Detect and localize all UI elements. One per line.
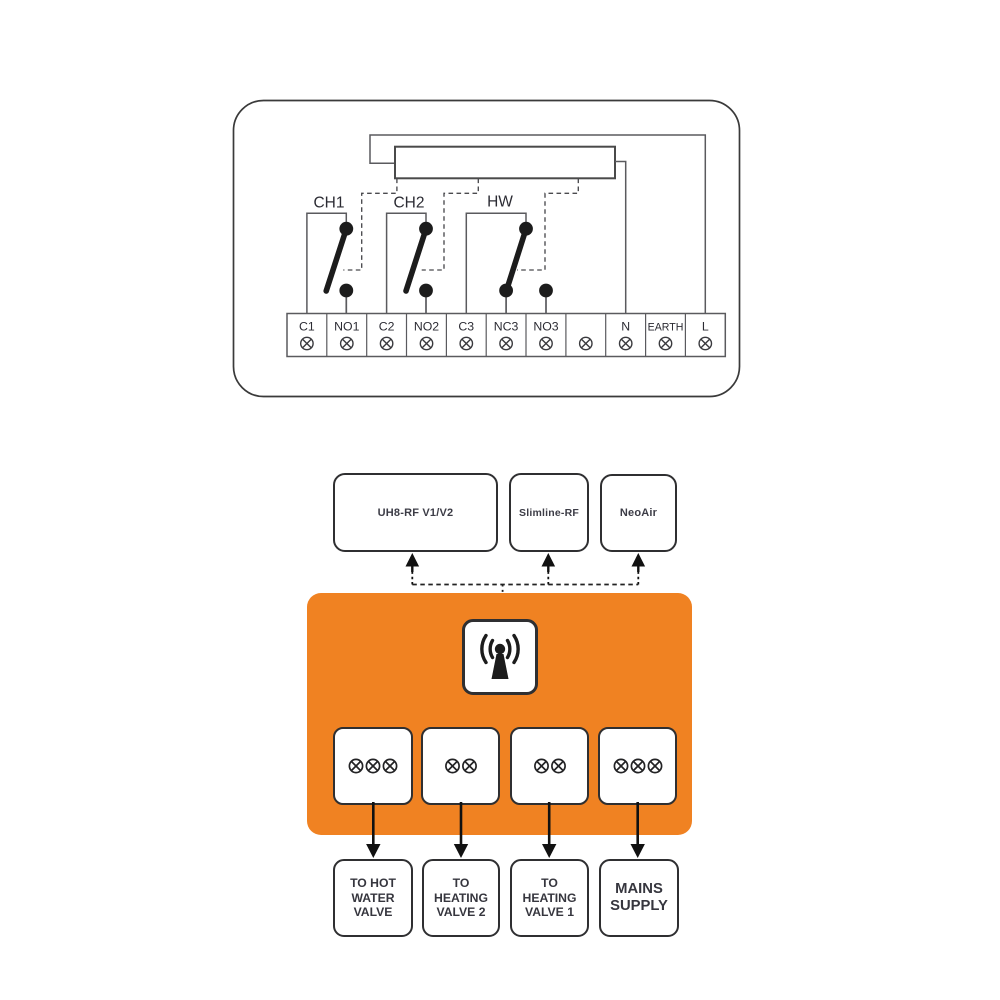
- rf-link-arrow: [405, 553, 420, 585]
- switch-ch2: CH2: [385, 195, 433, 314]
- contact-dot: [339, 221, 354, 236]
- terminal-label: EARTH: [648, 322, 684, 334]
- switch-lever: [323, 226, 350, 294]
- terminal-label: NO3: [533, 320, 558, 334]
- terminal-screw-icon: [578, 336, 593, 351]
- screw-terminals-2: [444, 758, 477, 774]
- terminal-label: C2: [379, 320, 395, 334]
- control-panel-wiring-diagram: CH1 CH2 HW: [232, 99, 741, 398]
- terminal-screw-icon: [379, 336, 394, 351]
- terminal-strip: C1 NO1 C2 NO2 C3 NC3 NO3 N EARTH L: [286, 312, 727, 358]
- switch-lever: [503, 226, 529, 293]
- output-label-heating-valve-1: TO HEATING VALVE 1: [510, 859, 589, 937]
- contact-dot: [519, 221, 533, 236]
- terminal-screw-icon: [339, 336, 354, 351]
- terminal-labels: C1 NO1 C2 NO2 C3 NC3 NO3 N EARTH L: [299, 320, 709, 334]
- terminal-group-mains: [598, 727, 677, 805]
- terminal-label: C1: [299, 320, 315, 334]
- terminal-screw-icon: [299, 336, 314, 351]
- terminal-separators: [326, 313, 687, 357]
- screw-terminals-2: [533, 758, 566, 774]
- switch-ch1: CH1: [306, 195, 354, 314]
- terminal-group-hot-water: [333, 727, 413, 805]
- output-label-hot-water-valve: TO HOT WATER VALVE: [333, 859, 413, 937]
- terminal-group-heating-1: [510, 727, 589, 805]
- terminal-group-heating-2: [421, 727, 500, 805]
- relay-actuation-link-ch2: [421, 178, 479, 271]
- rf-source-box-slimline-rf: Slimline-RF: [509, 473, 589, 552]
- ch1-common-wire: [306, 212, 348, 314]
- terminal-screws: [299, 336, 713, 351]
- hw-common-wire: [465, 212, 527, 314]
- terminal-screw-icon: [698, 336, 713, 351]
- rf-source-label: Slimline-RF: [519, 506, 579, 519]
- contact-dot: [539, 283, 553, 298]
- terminal-label: L: [702, 320, 709, 334]
- rf-source-label: NeoAir: [619, 507, 658, 519]
- rf-link-arrow: [631, 553, 646, 585]
- switch-label-hw: HW: [487, 194, 513, 211]
- switch-label-ch2: CH2: [393, 195, 424, 212]
- rf-source-label: UH8-RF V1/V2: [377, 506, 454, 519]
- output-label-heating-valve-2: TO HEATING VALVE 2: [422, 859, 500, 937]
- output-label-text: TO HEATING VALVE 2: [434, 876, 488, 920]
- terminal-label: C3: [458, 320, 474, 334]
- screw-terminals-3: [348, 758, 398, 774]
- rf-source-box-uh8rf: UH8-RF V1/V2: [333, 473, 498, 552]
- terminal-screw-icon: [459, 336, 474, 351]
- terminal-screw-icon: [618, 336, 633, 351]
- mains-live-bus-wire: [369, 134, 707, 314]
- relay-actuation-link-hw: [517, 178, 579, 271]
- output-label-mains-supply: MAINS SUPPLY: [599, 859, 679, 937]
- switch-hw: HW: [465, 194, 553, 314]
- terminal-label: N: [621, 320, 630, 334]
- terminal-screw-icon: [499, 336, 514, 351]
- terminal-label: NO1: [334, 320, 359, 334]
- relay-actuation-link-ch1: [343, 178, 398, 271]
- rf-antenna-icon: [480, 633, 520, 679]
- terminal-screw-icon: [658, 336, 673, 351]
- terminal-label: NC3: [494, 320, 519, 334]
- switch-lever: [403, 226, 429, 294]
- output-label-text: MAINS SUPPLY: [610, 880, 668, 914]
- output-label-text: TO HEATING VALVE 1: [522, 876, 577, 920]
- switch-label-ch1: CH1: [313, 195, 344, 212]
- output-label-text: TO HOT WATER VALVE: [350, 876, 396, 920]
- rf-source-box-neoair: NeoAir: [600, 474, 677, 552]
- screw-terminals-3: [613, 758, 662, 774]
- terminal-screw-icon: [539, 336, 553, 351]
- contact-dot: [419, 221, 433, 236]
- ch2-common-wire: [385, 212, 427, 314]
- contact-dot: [419, 283, 433, 298]
- rf-icon-box: [462, 619, 538, 695]
- terminal-screw-icon: [419, 336, 434, 351]
- contact-dot: [339, 283, 354, 298]
- relay-bar: [394, 145, 616, 180]
- rf-link-arrow: [541, 553, 556, 585]
- neutral-wire: [615, 160, 627, 314]
- panel-outline: [232, 99, 741, 398]
- terminal-label: NO2: [414, 320, 439, 334]
- contact-dot: [499, 283, 513, 298]
